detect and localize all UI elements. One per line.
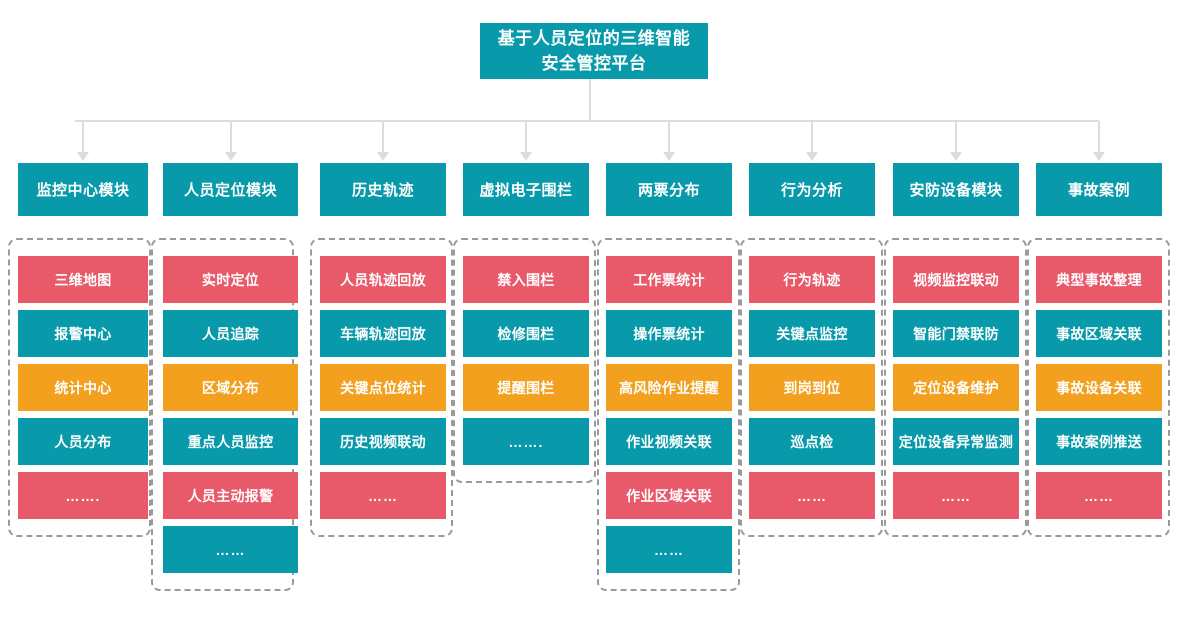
module-item[interactable]: 人员追踪: [163, 310, 298, 357]
module-item-ellipsis[interactable]: ……: [320, 472, 446, 519]
module-item-ellipsis[interactable]: ……: [1036, 472, 1162, 519]
branch-arrow-icon: [950, 152, 962, 161]
module-header-1[interactable]: 监控中心模块: [18, 163, 148, 216]
module-item[interactable]: 统计中心: [18, 364, 148, 411]
module-header-6[interactable]: 行为分析: [749, 163, 875, 216]
branch-drop-connector: [811, 121, 813, 153]
module-item[interactable]: 事故设备关联: [1036, 364, 1162, 411]
module-header-7[interactable]: 安防设备模块: [893, 163, 1019, 216]
module-item-ellipsis[interactable]: ……: [893, 472, 1019, 519]
module-item[interactable]: 视频监控联动: [893, 256, 1019, 303]
module-group-7: [884, 238, 1027, 537]
module-item[interactable]: 智能门禁联防: [893, 310, 1019, 357]
module-item[interactable]: 到岗到位: [749, 364, 875, 411]
branch-drop-connector: [82, 121, 84, 153]
module-item-ellipsis[interactable]: ……: [749, 472, 875, 519]
module-item[interactable]: 典型事故整理: [1036, 256, 1162, 303]
module-item[interactable]: 检修围栏: [463, 310, 589, 357]
module-item-ellipsis[interactable]: ……: [163, 526, 298, 573]
branch-arrow-icon: [1093, 152, 1105, 161]
module-item[interactable]: 区域分布: [163, 364, 298, 411]
root-stem-connector: [589, 79, 591, 121]
branch-drop-connector: [382, 121, 384, 153]
branch-drop-connector: [955, 121, 957, 153]
branch-arrow-icon: [377, 152, 389, 161]
module-item-ellipsis[interactable]: …….: [463, 418, 589, 465]
module-item[interactable]: 作业视频关联: [606, 418, 732, 465]
branch-arrow-icon: [77, 152, 89, 161]
module-item[interactable]: 重点人员监控: [163, 418, 298, 465]
module-item[interactable]: 巡点检: [749, 418, 875, 465]
module-item[interactable]: 三维地图: [18, 256, 148, 303]
module-item[interactable]: 作业区域关联: [606, 472, 732, 519]
module-header-4[interactable]: 虚拟电子围栏: [463, 163, 589, 216]
module-item[interactable]: 操作票统计: [606, 310, 732, 357]
branch-arrow-icon: [224, 152, 237, 161]
branch-arrow-icon: [663, 152, 675, 161]
module-item[interactable]: 事故区域关联: [1036, 310, 1162, 357]
branch-drop-connector: [525, 121, 527, 153]
branch-drop-connector: [1098, 121, 1100, 153]
branch-drop-connector: [229, 121, 232, 153]
module-group-3: [310, 238, 453, 537]
branch-arrow-icon: [520, 152, 532, 161]
module-item[interactable]: 人员主动报警: [163, 472, 298, 519]
module-group-4: [453, 238, 596, 483]
module-item[interactable]: 报警中心: [18, 310, 148, 357]
module-item[interactable]: 高风险作业提醒: [606, 364, 732, 411]
module-item[interactable]: 人员分布: [18, 418, 148, 465]
module-item[interactable]: 定位设备异常监测: [893, 418, 1019, 465]
module-item[interactable]: 提醒围栏: [463, 364, 589, 411]
module-group-2: [151, 238, 294, 591]
module-item[interactable]: 人员轨迹回放: [320, 256, 446, 303]
module-group-8: [1027, 238, 1170, 537]
module-group-5: [597, 238, 740, 591]
horizontal-bus-connector: [75, 120, 1099, 122]
module-header-5[interactable]: 两票分布: [606, 163, 732, 216]
module-item[interactable]: 定位设备维护: [893, 364, 1019, 411]
root-title-box: 基于人员定位的三维智能安全管控平台: [480, 23, 708, 79]
module-item-ellipsis[interactable]: ……: [606, 526, 732, 573]
module-header-3[interactable]: 历史轨迹: [320, 163, 446, 216]
module-item[interactable]: 车辆轨迹回放: [320, 310, 446, 357]
module-item[interactable]: 工作票统计: [606, 256, 732, 303]
module-item[interactable]: 实时定位: [163, 256, 298, 303]
module-group-1: [8, 238, 151, 537]
branch-arrow-icon: [806, 152, 818, 161]
module-item[interactable]: 事故案例推送: [1036, 418, 1162, 465]
module-item[interactable]: 行为轨迹: [749, 256, 875, 303]
module-item[interactable]: 关键点位统计: [320, 364, 446, 411]
branch-drop-connector: [668, 121, 670, 153]
module-item-ellipsis[interactable]: …….: [18, 472, 148, 519]
module-group-6: [740, 238, 883, 537]
module-item[interactable]: 关键点监控: [749, 310, 875, 357]
module-item[interactable]: 禁入围栏: [463, 256, 589, 303]
module-header-8[interactable]: 事故案例: [1036, 163, 1162, 216]
module-header-2[interactable]: 人员定位模块: [163, 163, 298, 216]
module-item[interactable]: 历史视频联动: [320, 418, 446, 465]
